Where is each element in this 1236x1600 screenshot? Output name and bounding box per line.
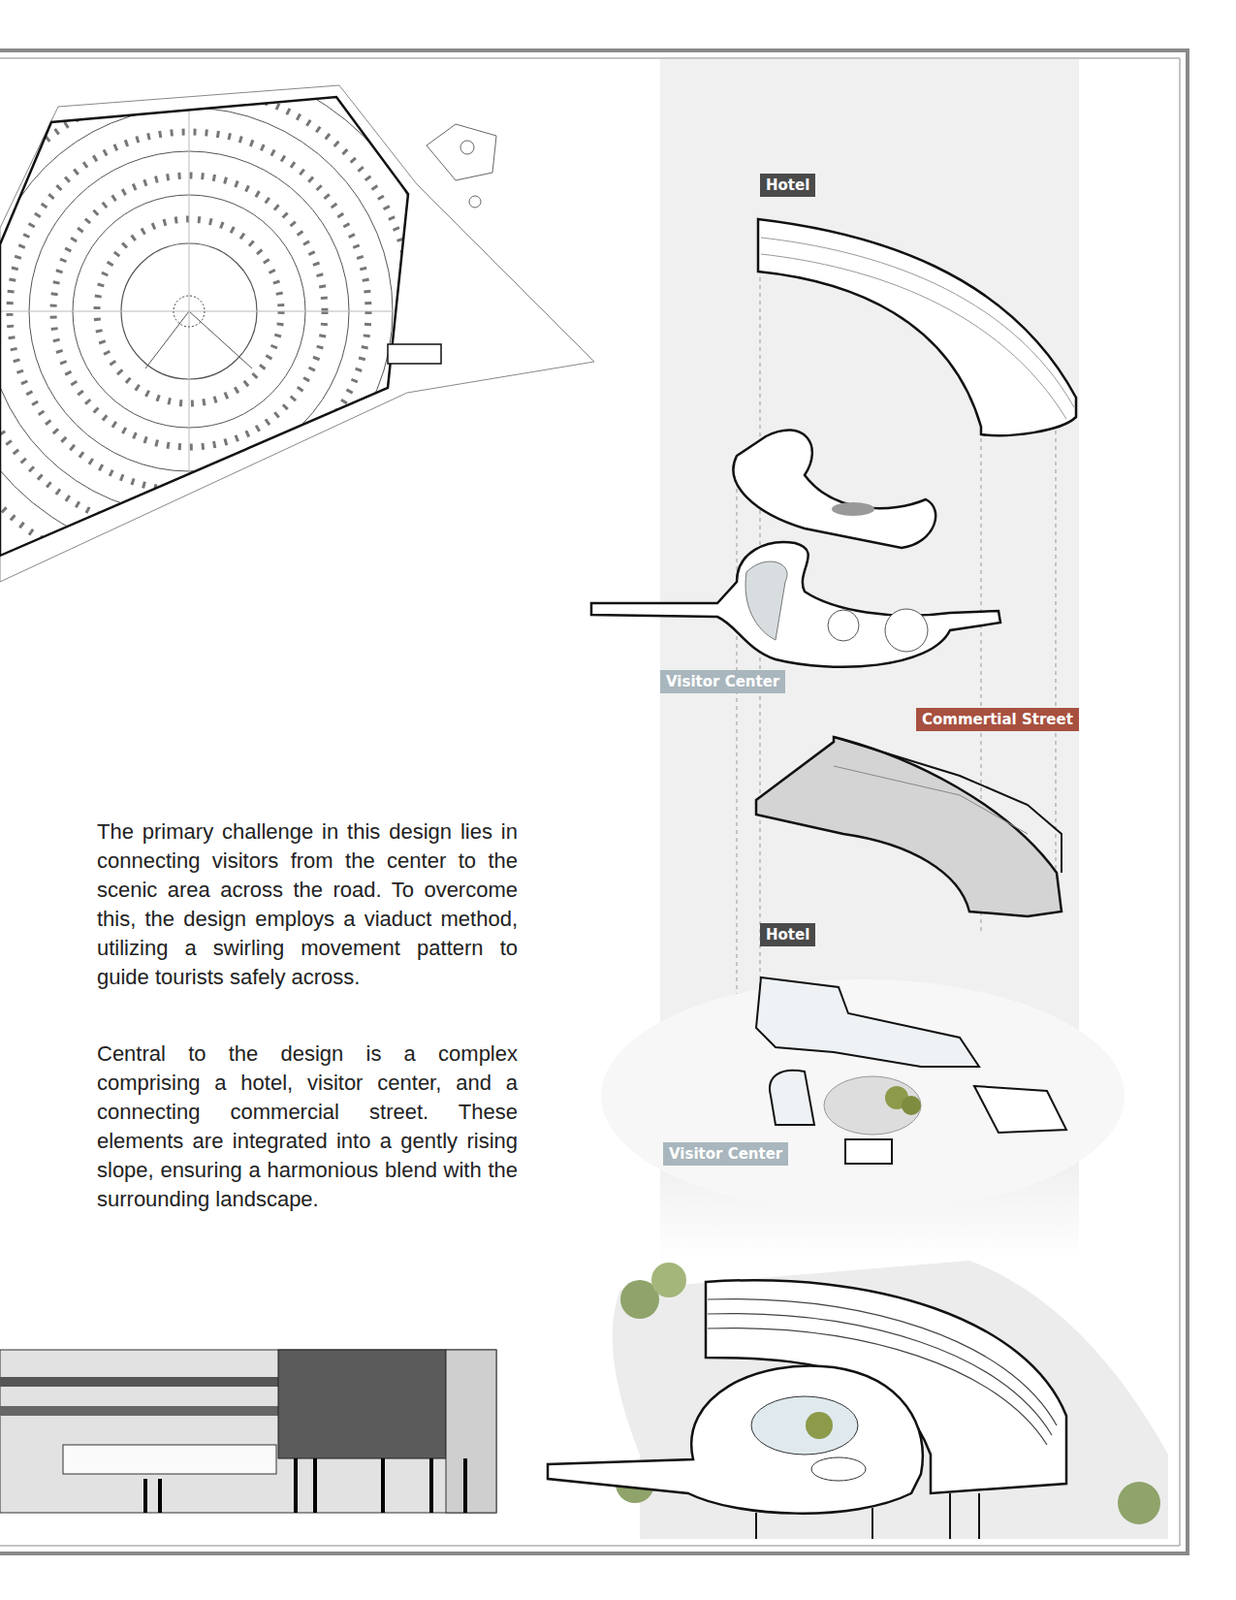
tag-text: Commertial Street (921, 710, 1074, 729)
hotel-tag: Hotel (760, 173, 816, 197)
tag-text: Visitor Center (668, 1144, 783, 1163)
description-paragraph: Central to the design is a complex compr… (96, 1039, 518, 1214)
visitor-center-tag: Visitor Center (663, 1141, 789, 1166)
visitor-center-tag: Visitor Center (660, 669, 786, 694)
tag-text: Visitor Center (665, 672, 780, 691)
hotel-tag: Hotel (760, 922, 816, 947)
tag-text: Hotel (765, 925, 810, 944)
tag-text: Hotel (765, 176, 810, 194)
description-paragraph: The primary challenge in this design lie… (96, 817, 518, 992)
commercial-street-tag: Commertial Street (916, 707, 1079, 731)
